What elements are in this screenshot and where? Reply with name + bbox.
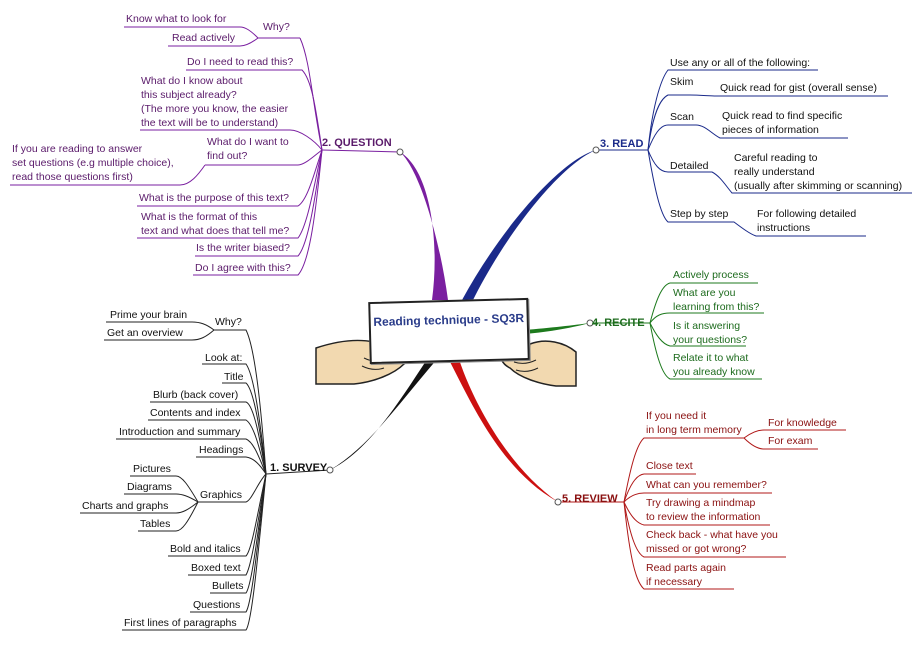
question-label: 2. QUESTION: [322, 137, 392, 149]
question-item: Know what to look for: [126, 13, 227, 25]
question-item: What is the purpose of this text?: [139, 192, 289, 204]
survey-item: Bold and italics: [170, 543, 241, 555]
read-item: Step by step: [670, 208, 729, 220]
survey-item: Bullets: [212, 580, 244, 592]
review-item: For knowledge: [768, 417, 837, 429]
survey-item: Pictures: [133, 463, 171, 475]
review-item: Check back - what have you missed or got…: [646, 529, 778, 555]
read-item: Skim: [670, 76, 694, 88]
center-title: Reading technique - SQ3R: [373, 311, 525, 329]
survey-item: Introduction and summary: [119, 426, 241, 438]
survey-item: Prime your brain: [110, 309, 188, 321]
survey-item: First lines of paragraphs: [124, 617, 237, 629]
read-item: For following detailed instructions: [757, 208, 857, 234]
review-item: For exam: [768, 435, 813, 447]
read-item: Use any or all of the following:: [670, 57, 811, 69]
survey-item: Boxed text: [191, 562, 241, 574]
survey-item: Contents and index: [150, 407, 241, 419]
survey-item: Diagrams: [127, 481, 172, 493]
survey-item: Graphics: [200, 489, 243, 501]
review-item: What can you remember?: [646, 479, 767, 491]
read-item: Scan: [670, 111, 694, 123]
recite-item: Actively process: [673, 269, 749, 281]
recite-item: Is it answering your questions?: [673, 320, 748, 346]
question-item: If you are reading to answer set questio…: [12, 143, 174, 183]
review-item: Try drawing a mindmap to review the info…: [646, 497, 761, 523]
survey-item: Questions: [193, 599, 241, 611]
read-label: 3. READ: [600, 138, 644, 150]
recite-branch: [524, 323, 590, 334]
question-item: What is the format of this text and what…: [141, 211, 290, 237]
question-item: What do I know about this subject alread…: [141, 75, 289, 129]
read-branch: [462, 150, 596, 302]
recite-item: Relate it to what you already know: [673, 352, 755, 378]
read-item: Careful reading to really understand (us…: [734, 152, 903, 192]
review-item: Close text: [646, 460, 693, 472]
question-item: Read actively: [172, 32, 236, 44]
read-item: Quick read for gist (overall sense): [720, 82, 877, 94]
survey-item: Headings: [199, 444, 244, 456]
survey-item: Charts and graphs: [82, 500, 169, 512]
review-label: 5. REVIEW: [562, 493, 618, 505]
question-item: What do I want to find out?: [207, 136, 289, 162]
recite-label: 4. RECITE: [592, 317, 645, 329]
survey-item: Why?: [215, 316, 242, 328]
survey-branch: [330, 356, 440, 470]
question-branch: [400, 152, 448, 300]
center-card: Reading technique - SQ3R: [368, 297, 530, 365]
survey-label: 1. SURVEY: [270, 462, 328, 474]
review-item: If you need it in long term memory: [646, 410, 742, 436]
recite-item: What are you learning from this?: [673, 287, 760, 313]
read-item: Detailed: [670, 160, 709, 172]
survey-item: Blurb (back cover): [153, 389, 239, 401]
read-item: Quick read to find specific pieces of in…: [722, 110, 843, 136]
survey-item: Get an overview: [107, 327, 183, 339]
survey-item: Tables: [140, 518, 171, 530]
question-item: Why?: [263, 21, 290, 33]
review-branch: [448, 356, 558, 502]
question-item: Do I agree with this?: [195, 262, 291, 274]
survey-item: Title: [224, 371, 244, 383]
review-item: Read parts again if necessary: [646, 562, 726, 588]
question-item: Do I need to read this?: [187, 56, 294, 68]
survey-item: Look at:: [205, 352, 243, 364]
question-item: Is the writer biased?: [196, 242, 290, 254]
